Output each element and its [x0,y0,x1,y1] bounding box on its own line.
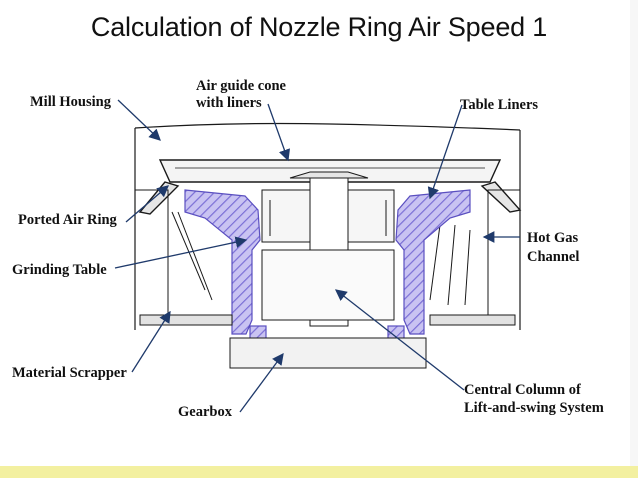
slide-title: Calculation of Nozzle Ring Air Speed 1 [90,12,548,42]
label-table-liners: Table Liners [460,97,539,113]
label-ported-air-ring: Ported Air Ring [18,212,117,228]
label-hot-gas-line2: Channel [527,249,580,265]
mill-housing-outline [134,122,521,330]
label-air-guide-cone-line2: with liners [196,95,262,111]
grinding-table [184,189,471,355]
label-air-guide-cone-line1: Air guide cone [196,78,286,94]
hot-gas-channel [135,189,520,320]
label-central-column-line2: Lift-and-swing System [464,400,604,416]
leader-arrows [114,99,520,413]
label-central-column-line1: Central Column of [464,382,581,398]
label-grinding-table: Grinding Table [12,262,107,278]
label-mill-housing: Mill Housing [30,94,111,110]
central-structure [229,171,427,369]
scrapper-rail [139,314,516,326]
label-material-scrapper: Material Scrapper [12,365,127,381]
slide-footer-bar [0,466,638,478]
air-guide-cone [138,159,522,215]
label-gearbox: Gearbox [178,404,232,420]
slide-edge [630,0,638,478]
label-hot-gas-line1: Hot Gas [527,230,579,246]
